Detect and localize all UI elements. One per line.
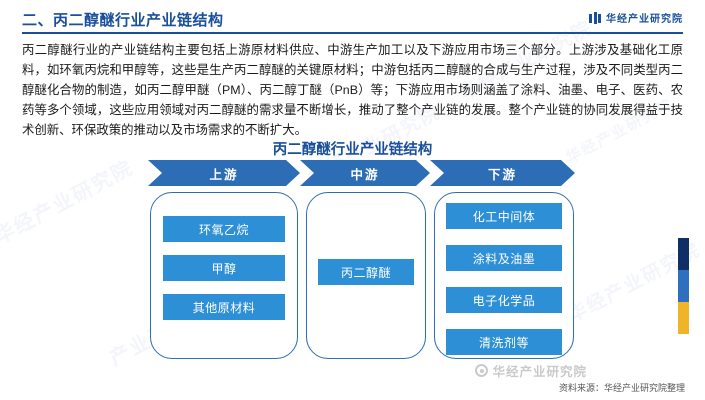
body-paragraph: 丙二醇醚行业的产业链结构主要包括上游原材料供应、中游生产加工以及下游应用市场三个… [22,43,683,137]
chip-downstream-item: 清洗剂等 [446,329,562,355]
strip-segment-yellow [678,302,689,334]
strip-segment-dark-blue [678,238,689,270]
stage-banner-midstream: 中游 [300,160,430,186]
brand-name: 华经产业研究院 [606,14,683,25]
page-header: 二、丙二醇醚行业产业链结构 华经产业研究院 [0,0,705,36]
chip-downstream-item: 化工中间体 [446,203,562,229]
watermark: 华经产业研究院 [0,156,138,249]
page-title: 二、丙二醇醚行业产业链结构 [22,12,224,29]
weibo-label: 华经产业研究院 [492,365,587,379]
chip-downstream-item: 涂料及油墨 [446,245,562,271]
chip-upstream-item: 环氧乙烷 [163,216,285,242]
strip-segment-blue [678,270,689,302]
weibo-watermark: 华经产业研究院 [475,361,587,380]
chip-midstream-item: 丙二醇醚 [318,259,414,285]
weibo-eye-icon [475,364,489,377]
source-note: 资料来源：华经产业研究院整理 [558,383,685,393]
stage-banner-upstream: 上游 [148,160,300,186]
chart-title: 丙二醇醚行业产业链结构 [272,142,433,158]
chip-upstream-item: 其他原材料 [163,294,285,320]
brand-mark-icon [589,11,601,24]
brand-logo: 华经产业研究院 [589,10,683,25]
chip-upstream-item: 甲醇 [163,255,285,281]
stage-banner-downstream: 下游 [430,160,575,186]
chip-downstream-item: 电子化学品 [446,287,562,313]
decorative-color-strip [678,238,689,334]
header-divider [22,32,683,34]
